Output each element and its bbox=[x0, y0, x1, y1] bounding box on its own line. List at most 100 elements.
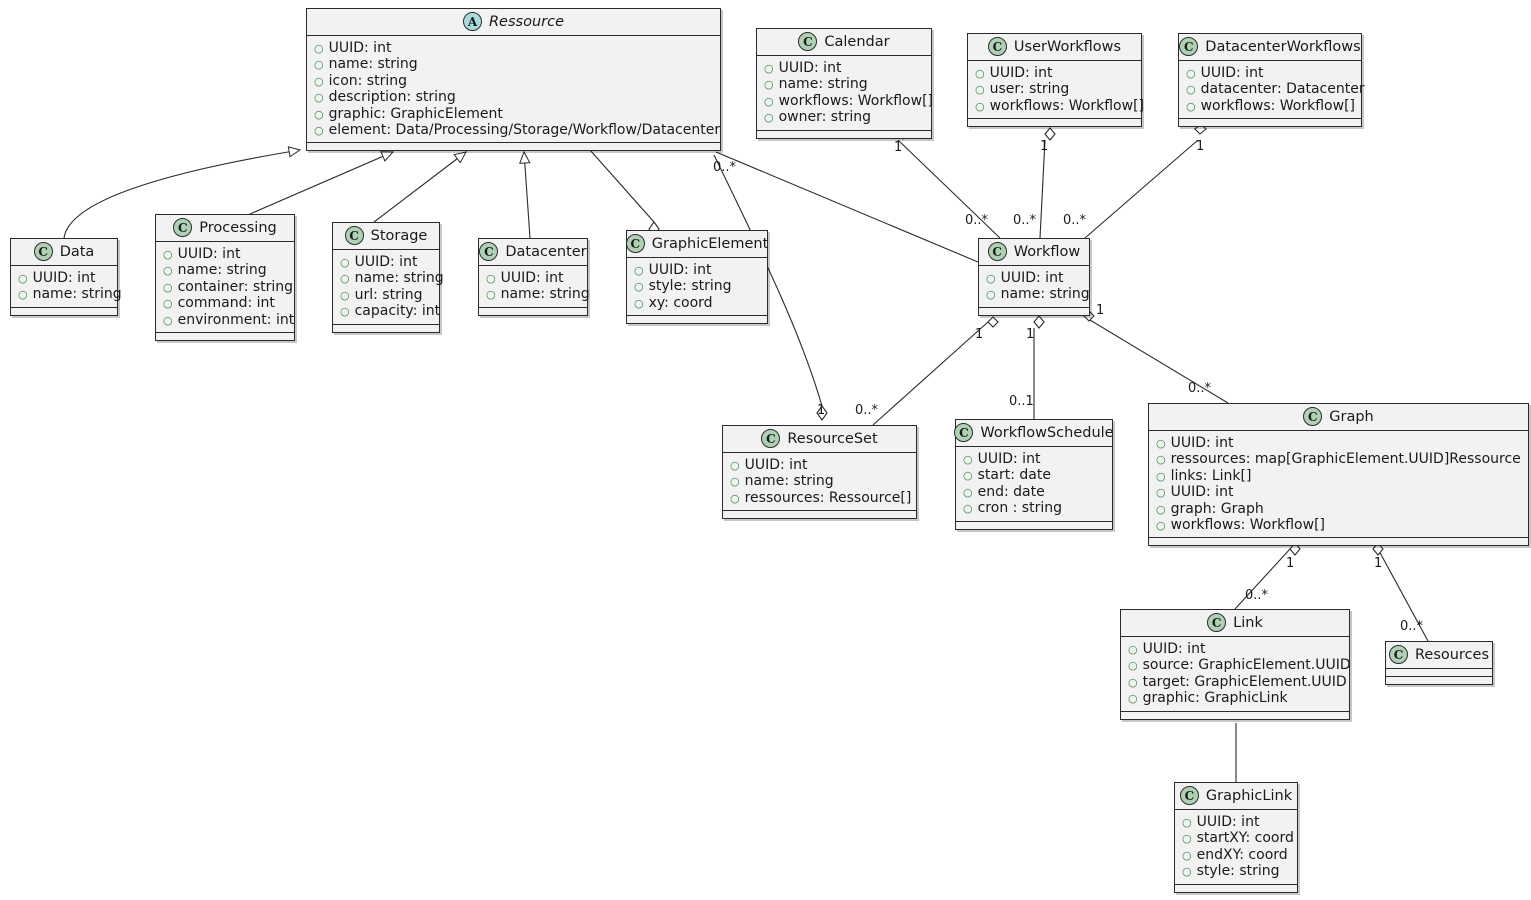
visibility-public-icon: ○ bbox=[314, 91, 324, 105]
attribute-row: ○ UUID: int bbox=[1128, 641, 1343, 657]
attribute-label: UUID: int bbox=[1170, 484, 1234, 501]
class-methods-userworkflows bbox=[968, 119, 1141, 127]
attribute-row: ○UUID: int bbox=[986, 270, 1083, 286]
visibility-public-icon: ○ bbox=[314, 58, 324, 72]
attribute-label: name: string bbox=[177, 262, 267, 279]
attribute-row: ○UUID: int bbox=[486, 270, 581, 286]
visibility-public-icon: ○ bbox=[634, 264, 644, 277]
class-badge-icon: C bbox=[1388, 645, 1408, 664]
attribute-row: ○name: string bbox=[340, 270, 444, 286]
visibility-public-icon: ○ bbox=[1182, 848, 1192, 862]
attribute-label: name: string bbox=[500, 286, 590, 303]
class-attributes-userworkflows: ○UUID: int○user: string○workflows: Workf… bbox=[968, 61, 1144, 120]
class-methods-storage bbox=[333, 324, 439, 332]
attribute-label: UUID: int bbox=[328, 40, 392, 56]
attribute-row: ○owner: string bbox=[764, 109, 925, 125]
visibility-public-icon: ○ bbox=[1156, 502, 1166, 516]
visibility-public-icon: ○ bbox=[314, 124, 324, 138]
class-attributes-ressource: ○UUID: int○name: string○icon: string○des… bbox=[307, 36, 720, 144]
attribute-row: ○workflows: Workflow[] bbox=[764, 93, 933, 109]
class-badge-icon: C bbox=[1207, 613, 1227, 632]
class-title-workflow: Workflow bbox=[1013, 243, 1081, 260]
attribute-label: workflows: Workflow[] bbox=[989, 97, 1144, 114]
class-badge-icon: C bbox=[798, 32, 818, 51]
visibility-public-icon: ○ bbox=[314, 74, 324, 88]
class-title-workflowschedule: WorkflowSchedule bbox=[980, 424, 1114, 441]
class-title-storage: Storage bbox=[370, 227, 428, 244]
attribute-label: name: string bbox=[354, 270, 444, 287]
multiplicity-label-m-ressource-graphic: 0..* bbox=[713, 160, 737, 175]
visibility-public-icon: ○ bbox=[634, 280, 644, 294]
visibility-public-icon: ○ bbox=[963, 453, 973, 466]
attribute-label: icon: string bbox=[328, 72, 407, 89]
class-attributes-calendar: ○UUID: int○name: string○workflows: Workf… bbox=[757, 56, 933, 131]
visibility-public-icon: ○ bbox=[730, 491, 740, 505]
multiplicity-label-m-graph-link-0n: 0..* bbox=[1245, 588, 1269, 603]
class-badge-icon: C bbox=[1179, 786, 1199, 805]
attribute-row: ○UUID: int bbox=[314, 40, 714, 56]
attribute-row: ○UUID: int bbox=[1156, 435, 1522, 451]
attribute-label: UUID: int bbox=[1142, 641, 1206, 657]
class-badge-icon: C bbox=[1179, 37, 1199, 56]
attribute-row: ○style: string bbox=[1182, 863, 1291, 879]
attribute-row: ○UUID: int bbox=[340, 254, 433, 270]
edge-userworkflows-workflow bbox=[1039, 139, 1046, 239]
class-title-data: Data bbox=[59, 243, 95, 260]
attribute-label: startXY: coord bbox=[1196, 830, 1294, 847]
class-attributes-processing: ○UUID: int○name: string○container: strin… bbox=[156, 242, 294, 334]
attribute-row: ○UUID: int bbox=[730, 457, 910, 473]
multiplicity-label-m-datacenterworkflows-1: 1 bbox=[1196, 139, 1205, 154]
class-methods-resourceset bbox=[723, 511, 916, 519]
attribute-row: ○source: GraphicElement.UUID bbox=[1128, 657, 1351, 673]
attribute-label: UUID: int bbox=[32, 270, 96, 286]
visibility-public-icon: ○ bbox=[1182, 816, 1192, 829]
visibility-public-icon: ○ bbox=[1128, 643, 1138, 656]
visibility-public-icon: ○ bbox=[1156, 519, 1166, 533]
attribute-label: UUID: int bbox=[977, 451, 1041, 467]
edge-workflow-resourceset bbox=[872, 321, 989, 426]
attribute-label: name: string bbox=[328, 56, 418, 73]
visibility-public-icon: ○ bbox=[1182, 832, 1192, 846]
multiplicity-label-m-workflow-sched-1: 1 bbox=[1026, 327, 1035, 342]
attribute-label: graphic: GraphicLink bbox=[1142, 690, 1288, 707]
aggregation-diamond-workflow-resourceset bbox=[987, 316, 999, 328]
multiplicity-label-m-workflow-rset-1: 1 bbox=[975, 327, 984, 342]
class-methods-data bbox=[11, 307, 117, 315]
attribute-row: ○workflows: Workflow[] bbox=[1156, 517, 1522, 533]
multiplicity-label-m-graph-0n: 0..* bbox=[1188, 381, 1212, 396]
visibility-public-icon: ○ bbox=[163, 264, 173, 278]
attribute-label: url: string bbox=[354, 286, 423, 303]
class-badge-icon: C bbox=[33, 242, 53, 261]
class-badge-icon: C bbox=[761, 429, 781, 448]
attribute-row: ○endXY: coord bbox=[1182, 847, 1291, 863]
multiplicity-label-m-calendar-1: 1 bbox=[894, 140, 903, 155]
class-attributes-datacenter: ○UUID: int○name: string bbox=[479, 266, 590, 308]
attribute-label: name: string bbox=[744, 473, 834, 490]
attribute-label: UUID: int bbox=[648, 262, 712, 278]
attribute-label: name: string bbox=[32, 286, 122, 303]
